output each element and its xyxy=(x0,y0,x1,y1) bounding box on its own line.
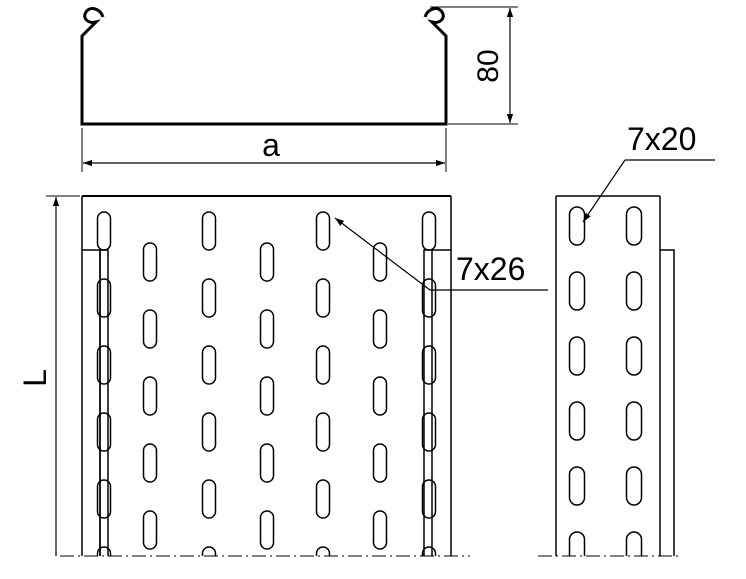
height-dimension: 80 xyxy=(430,6,518,125)
tray-plan-view xyxy=(60,195,470,557)
slot-hole xyxy=(201,479,217,519)
slot-hole xyxy=(259,242,275,282)
slot-hole xyxy=(201,278,217,318)
height-label: 80 xyxy=(472,49,505,82)
slot-hole xyxy=(625,531,643,556)
slot-hole xyxy=(315,546,331,556)
slot-hole xyxy=(372,376,388,416)
slot-hole xyxy=(315,211,331,251)
length-label: L xyxy=(17,369,53,387)
slot-hole xyxy=(421,278,437,318)
slot-hole xyxy=(421,211,437,251)
slot-hole xyxy=(142,376,158,416)
slot-hole xyxy=(201,412,217,452)
slot-hole xyxy=(372,309,388,349)
slot-hole xyxy=(568,271,586,311)
slot-hole xyxy=(625,206,643,246)
slot-hole xyxy=(142,443,158,483)
slot-hole xyxy=(421,479,437,519)
slot-hole xyxy=(201,211,217,251)
slot-hole xyxy=(421,345,437,385)
slot-hole xyxy=(259,443,275,483)
slot-hole xyxy=(96,211,112,251)
slot-hole xyxy=(315,278,331,318)
slot-hole xyxy=(315,479,331,519)
slot-hole xyxy=(625,466,643,506)
slot-hole xyxy=(372,443,388,483)
slot-hole xyxy=(142,242,158,282)
slot-hole xyxy=(421,412,437,452)
slot-bottom-label: 7x26 xyxy=(456,251,525,287)
slot-hole xyxy=(259,376,275,416)
slot-hole xyxy=(142,309,158,349)
width-dimension: a xyxy=(81,127,447,172)
tray-cross-section xyxy=(80,7,448,126)
slot-hole xyxy=(568,401,586,441)
slot-hole xyxy=(568,466,586,506)
slot-hole xyxy=(568,336,586,376)
slot-hole xyxy=(96,546,112,556)
slot-hole xyxy=(372,510,388,550)
slot-hole xyxy=(142,510,158,550)
width-label: a xyxy=(262,127,280,163)
slot-hole xyxy=(372,242,388,282)
slot-hole xyxy=(568,531,586,556)
side-slots xyxy=(568,206,643,556)
slot-hole xyxy=(315,345,331,385)
slot-hole xyxy=(259,510,275,550)
slot-side-label: 7x20 xyxy=(627,121,696,157)
slot-hole xyxy=(421,546,437,556)
slot-hole xyxy=(96,479,112,519)
slot-hole xyxy=(96,345,112,385)
slot-hole xyxy=(315,412,331,452)
slot-hole xyxy=(625,336,643,376)
length-dimension: L xyxy=(17,195,80,556)
tray-side-view xyxy=(538,195,682,557)
slot-hole xyxy=(625,271,643,311)
slot-side-callout: 7x20 xyxy=(582,121,715,223)
slot-hole xyxy=(96,412,112,452)
slot-hole xyxy=(96,278,112,318)
slot-bottom-callout: 7x26 xyxy=(334,217,548,291)
slot-hole xyxy=(259,309,275,349)
bottom-slots xyxy=(96,211,437,556)
slot-hole xyxy=(568,206,586,246)
slot-hole xyxy=(625,401,643,441)
slot-hole xyxy=(201,546,217,556)
slot-hole xyxy=(201,345,217,385)
